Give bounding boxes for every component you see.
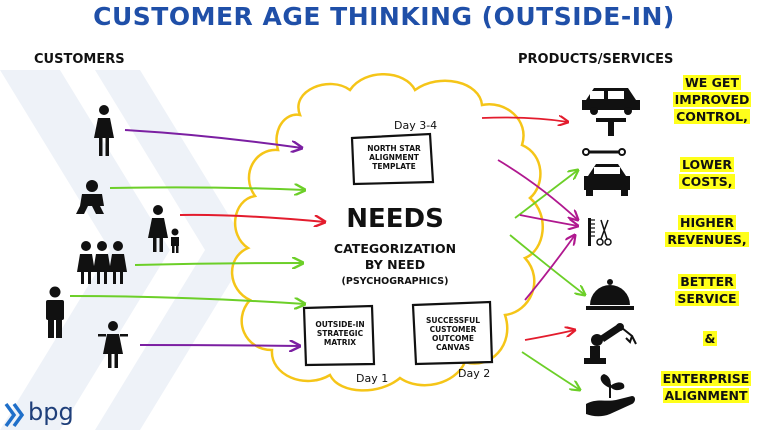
benefit-alignment: ENTERPRISE ALIGNMENT (646, 370, 766, 404)
benefit-alignment-line-2: ALIGNMENT (662, 388, 750, 403)
day-1-label: Day 1 (356, 372, 389, 385)
day-3-4-label: Day 3-4 (394, 119, 438, 132)
benefit-ampersand: & (690, 330, 730, 347)
chevron-logo-icon (4, 402, 25, 428)
benefit-revenues-line-2: REVENUES, (665, 232, 749, 247)
arrow-to-car-lift (481, 118, 568, 123)
successful-line-2: CUSTOMER (429, 325, 477, 334)
successful-line-4: CANVAS (435, 343, 471, 352)
successful-line-3: OUTCOME (431, 334, 475, 343)
benefit-service-line-1: BETTER (678, 274, 736, 289)
arrow-to-salon-3 (524, 235, 575, 301)
categorization-line-1: CATEGORIZATION (333, 241, 457, 256)
outside-in-line-1: OUTSIDE-IN (315, 320, 365, 329)
woman-icon (94, 105, 114, 156)
benefit-service-line-2: SERVICE (675, 291, 739, 306)
outside-in-line-3: MATRIX (323, 338, 357, 347)
outside-in-box-text: OUTSIDE-IN STRATEGIC MATRIX (307, 320, 373, 347)
categorization-text: CATEGORIZATION BY NEED (312, 241, 478, 273)
north-star-box-text: NORTH STAR ALIGNMENT TEMPLATE (356, 144, 432, 171)
arrow-parent-to-needs (179, 213, 325, 222)
arrow-to-salon-1 (497, 159, 578, 220)
ampersand: & (702, 331, 718, 346)
day-2-label: Day 2 (458, 367, 491, 380)
page-title: CUSTOMER AGE THINKING (OUTSIDE-IN) (93, 2, 675, 31)
woman-icon-2 (98, 321, 128, 368)
car-lift-icon (582, 88, 640, 136)
benefit-service: BETTER SERVICE (652, 273, 762, 307)
food-service-icon (586, 279, 634, 310)
north-star-line-2: ALIGNMENT (369, 153, 419, 162)
robot-arm-icon (584, 323, 637, 364)
parent-child-icon (148, 205, 179, 253)
background-chevrons (0, 70, 250, 430)
successful-box-text: SUCCESSFUL CUSTOMER OUTCOME CANVAS (415, 316, 491, 352)
benefit-revenues: HIGHER REVENUES, (652, 214, 762, 248)
arrow-group-to-needs (134, 263, 303, 265)
successful-box (411, 300, 494, 366)
outside-in-line-2: STRATEGIC (316, 329, 364, 338)
successful-line-1: SUCCESSFUL (425, 316, 481, 325)
customers-header: CUSTOMERS (34, 52, 125, 67)
man-icon (46, 286, 64, 338)
arrow-to-robot (524, 330, 575, 341)
baby-icon (76, 180, 104, 214)
north-star-box (350, 132, 435, 186)
salon-icon (588, 218, 612, 246)
plant-hand-icon (586, 374, 635, 417)
benefit-control-line-1: WE GET (682, 75, 741, 90)
arrow-baby-to-needs (109, 187, 305, 190)
car-repair-icon (582, 148, 630, 196)
outside-in-box (302, 304, 376, 367)
arrow-to-salon-2 (519, 214, 578, 226)
arrow-to-food (509, 234, 585, 295)
benefit-revenues-line-1: HIGHER (678, 215, 736, 230)
arrow-to-plant (521, 351, 580, 390)
benefit-costs: LOWER COSTS, (657, 156, 757, 190)
arrow-woman-to-needs (124, 129, 302, 148)
bpg-logo: bpg (4, 398, 94, 430)
north-star-line-3: TEMPLATE (372, 162, 416, 171)
bpg-logo-text: bpg (28, 398, 74, 426)
benefit-costs-line-2: COSTS, (679, 174, 735, 189)
needs-heading: NEEDS (346, 204, 444, 234)
psychographics-text: (PSYCHOGRAPHICS) (341, 276, 449, 287)
benefit-control-line-2: IMPROVED (672, 92, 752, 107)
benefit-alignment-line-1: ENTERPRISE (660, 371, 752, 386)
north-star-line-1: NORTH STAR (367, 144, 421, 153)
benefit-costs-line-1: LOWER (679, 157, 735, 172)
benefit-control: WE GET IMPROVED CONTROL, (657, 74, 767, 125)
arrow-man-to-needs (69, 295, 305, 304)
group-icon (77, 241, 127, 284)
products-services-header: PRODUCTS/SERVICES (518, 52, 674, 67)
arrow-woman2-to-needs (139, 345, 300, 346)
categorization-line-2: BY NEED (364, 257, 426, 272)
benefit-control-line-3: CONTROL, (674, 109, 750, 124)
arrow-to-car-repair (514, 170, 578, 219)
